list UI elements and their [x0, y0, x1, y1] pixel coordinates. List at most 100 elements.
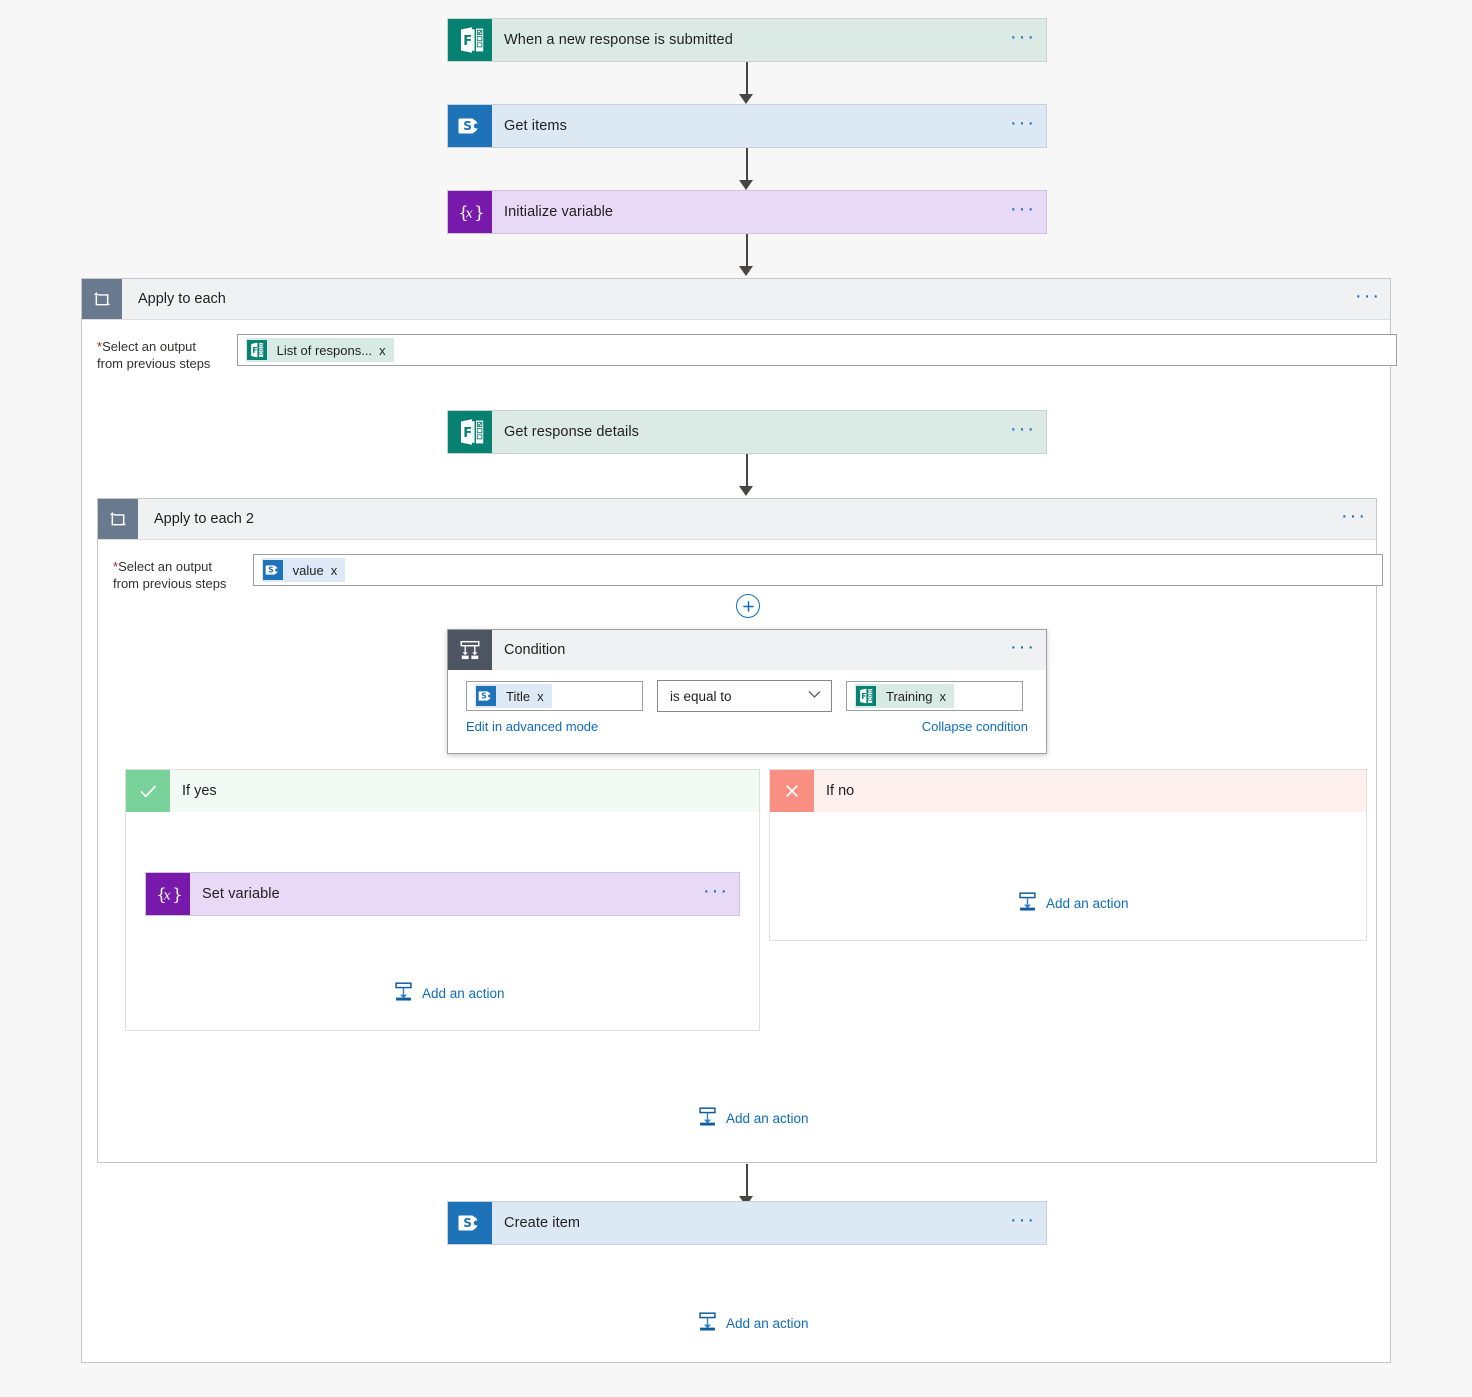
add-action-label: Add an action [422, 985, 505, 1001]
action-menu-button[interactable]: ··· [1010, 26, 1036, 48]
sharepoint-icon [475, 685, 497, 707]
action-card-title: Create item [504, 1215, 581, 1231]
action-card-get-items[interactable]: Get items ··· [447, 104, 1047, 148]
action-card-title: Initialize variable [504, 204, 614, 220]
condition-right-operand-input[interactable]: Training x [846, 681, 1023, 711]
sharepoint-icon [448, 105, 492, 147]
variable-icon [146, 873, 190, 915]
condition-icon [448, 630, 492, 670]
required-marker: * [113, 559, 119, 574]
action-card-get-response-details[interactable]: Get response details ··· [447, 410, 1047, 454]
add-action-icon [697, 1106, 718, 1130]
add-action-icon [1017, 891, 1038, 915]
action-card-title: When a new response is submitted [504, 32, 733, 48]
forms-icon [246, 339, 268, 361]
token-value[interactable]: value x [261, 558, 346, 582]
token-title[interactable]: Title x [475, 684, 552, 708]
branch-header-if-no: If no [770, 770, 1366, 812]
connector-line [746, 234, 748, 268]
token-list-of-responses[interactable]: List of respons... x [245, 338, 394, 362]
action-menu-button[interactable]: ··· [1010, 418, 1036, 440]
scope-menu-button[interactable]: ··· [1355, 285, 1381, 307]
action-card-trigger[interactable]: When a new response is submitted ··· [447, 18, 1047, 62]
select-output-label: *Select an output from previous steps [113, 559, 227, 591]
action-card-create-item[interactable]: Create item ··· [447, 1201, 1047, 1245]
token-label: Training [886, 688, 933, 704]
condition-title: Condition [504, 642, 566, 658]
action-card-title: Get items [504, 118, 567, 134]
forms-icon [448, 411, 492, 453]
branch-title: If yes [182, 783, 217, 799]
select-output-field-row-loop1: *Select an output from previous steps Li… [97, 334, 1397, 372]
condition-menu-button[interactable]: ··· [1010, 636, 1036, 658]
required-marker: * [97, 339, 103, 354]
token-label: value [292, 562, 324, 578]
condition-operator-dropdown[interactable]: is equal to [657, 680, 832, 712]
forms-icon [855, 685, 877, 707]
token-training[interactable]: Training x [855, 684, 954, 708]
condition-header[interactable]: Condition ··· [448, 630, 1046, 670]
branch-if-no: If no [769, 769, 1367, 941]
action-menu-button[interactable]: ··· [703, 880, 729, 902]
condition-operator-value: is equal to [670, 688, 732, 704]
sharepoint-icon [448, 1202, 492, 1244]
select-output-input-loop2[interactable]: value x [252, 554, 1383, 586]
token-remove-icon[interactable]: x [330, 562, 338, 578]
connector-arrow [739, 180, 753, 190]
edit-advanced-mode-link[interactable]: Edit in advanced mode [466, 719, 599, 734]
check-icon [126, 770, 170, 812]
connector-line [746, 62, 748, 96]
condition-links-row: Edit in advanced mode Collapse condition [466, 719, 1028, 734]
variable-icon [448, 191, 492, 233]
action-card-title: Get response details [504, 424, 639, 440]
token-remove-icon[interactable]: x [379, 342, 386, 358]
add-action-label: Add an action [726, 1110, 809, 1126]
scope-header-apply-to-each[interactable]: Apply to each ··· [82, 279, 1390, 320]
branch-title: If no [826, 783, 855, 799]
action-menu-button[interactable]: ··· [1010, 198, 1036, 220]
condition-card[interactable]: Condition ··· Title x is equal to [447, 629, 1047, 754]
connector-line [746, 148, 748, 182]
scope-header-apply-to-each-2[interactable]: Apply to each 2 ··· [98, 499, 1376, 540]
add-action-button-if-yes[interactable]: Add an action [393, 981, 505, 1005]
select-output-input-loop1[interactable]: List of respons... x [236, 334, 1397, 366]
add-action-button-if-no[interactable]: Add an action [1017, 891, 1129, 915]
condition-expression-row: Title x is equal to Training [466, 680, 1028, 712]
loop-icon [82, 279, 122, 319]
token-remove-icon[interactable]: x [537, 688, 544, 704]
scope-menu-button[interactable]: ··· [1341, 505, 1367, 527]
chevron-down-icon [808, 690, 821, 702]
connector-line [746, 454, 748, 488]
connector-arrow [739, 486, 753, 496]
close-icon [770, 770, 814, 812]
add-action-button-loop1[interactable]: Add an action [697, 1311, 809, 1335]
forms-icon [448, 19, 492, 61]
add-action-label: Add an action [1046, 895, 1129, 911]
condition-left-operand-input[interactable]: Title x [466, 681, 643, 711]
add-action-label: Add an action [726, 1315, 809, 1331]
connector-arrow [739, 266, 753, 276]
collapse-condition-link[interactable]: Collapse condition [921, 719, 1028, 734]
select-output-label: *Select an output from previous steps [97, 339, 211, 371]
scope-title: Apply to each [138, 291, 226, 307]
token-remove-icon[interactable]: x [939, 688, 946, 704]
connector-arrow [739, 94, 753, 104]
sharepoint-icon [262, 559, 284, 581]
branch-header-if-yes: If yes [126, 770, 759, 812]
add-action-icon [697, 1311, 718, 1335]
action-menu-button[interactable]: ··· [1010, 1209, 1036, 1231]
action-card-initialize-variable[interactable]: Initialize variable ··· [447, 190, 1047, 234]
action-menu-button[interactable]: ··· [1010, 112, 1036, 134]
add-action-icon [393, 981, 414, 1005]
add-action-button-loop2[interactable]: Add an action [697, 1106, 809, 1130]
action-card-set-variable[interactable]: Set variable ··· [145, 872, 740, 916]
select-output-field-row-loop2: *Select an output from previous steps va… [113, 554, 1383, 592]
token-label: Title [506, 688, 531, 704]
loop-icon [98, 499, 138, 539]
condition-body: Title x is equal to Training [448, 670, 1046, 742]
token-label: List of respons... [276, 342, 373, 358]
insert-step-plus-icon[interactable] [736, 594, 760, 618]
action-card-title: Set variable [202, 886, 280, 902]
connector-line [746, 1164, 748, 1198]
scope-title: Apply to each 2 [154, 511, 254, 527]
